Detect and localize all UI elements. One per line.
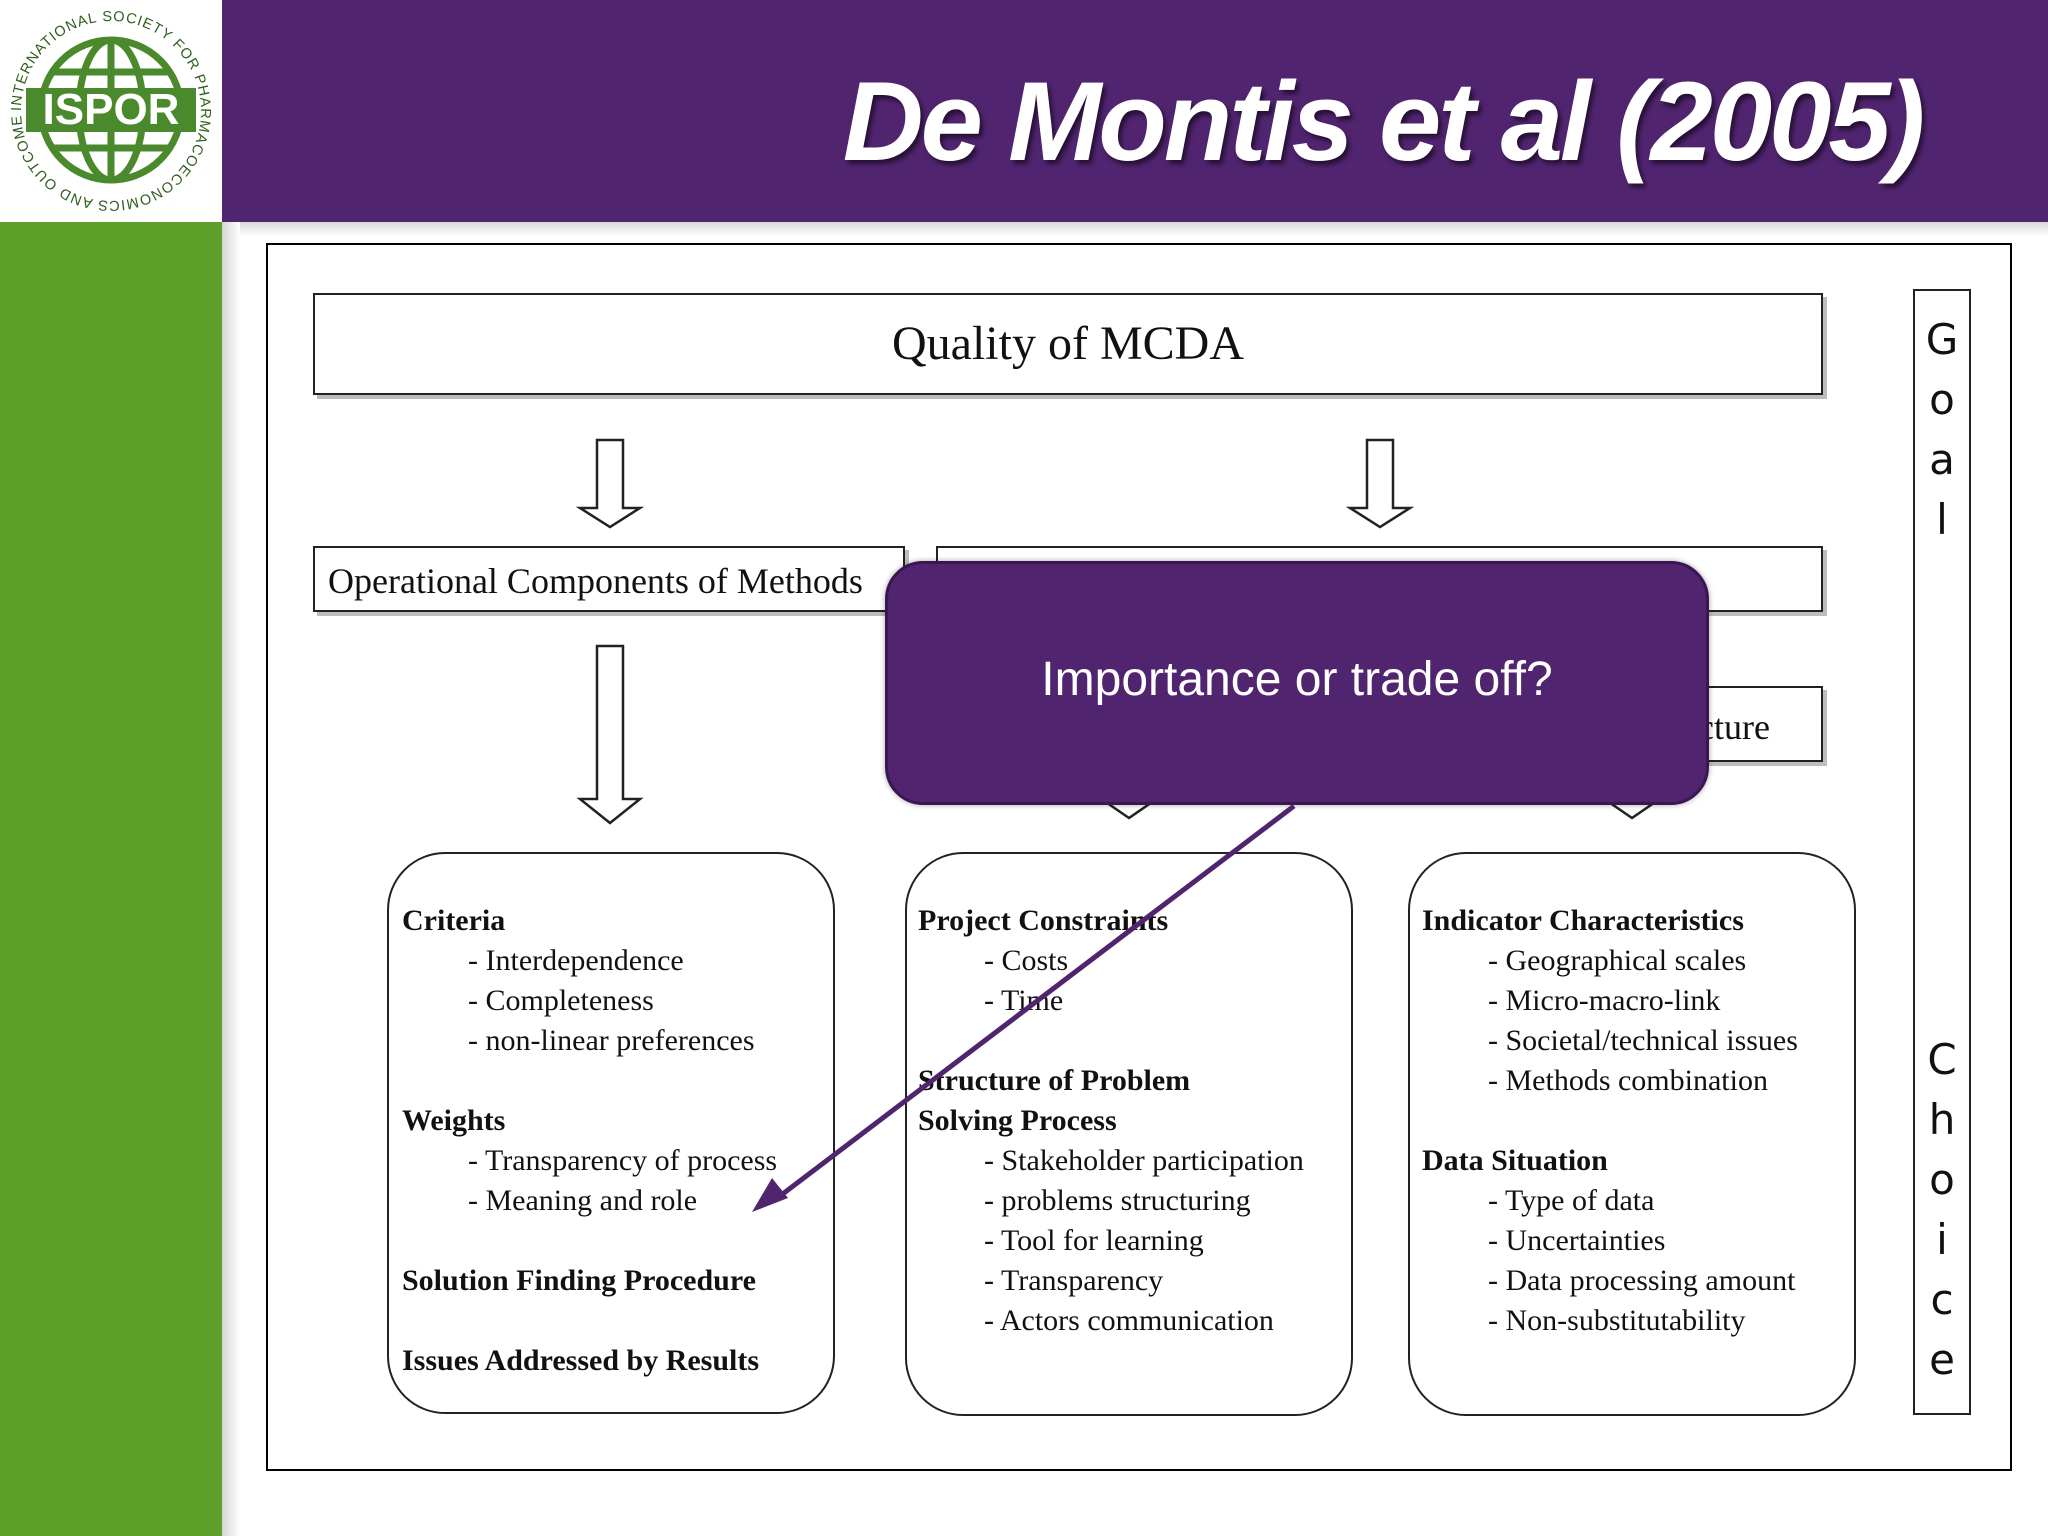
criteria-item: - Interdependence	[468, 944, 684, 977]
slide-title: De Montis et al (2005)	[842, 59, 1925, 184]
constraints-item: - Costs	[984, 944, 1069, 977]
content-left-shadow	[222, 222, 240, 1536]
goal-letter: G	[1925, 315, 1959, 364]
arrow-down-left-top	[575, 438, 645, 529]
ispor-logo: ISPOR INTERNATIONAL SOCIETY FOR PHARMACO…	[0, 0, 222, 222]
indicator-data-content: Indicator Characteristics - Geographical…	[1422, 901, 1798, 1341]
indicator-item: - Societal/technical issues	[1488, 1024, 1798, 1057]
criteria-heading: Criteria	[402, 904, 506, 937]
data-item: - Uncertainties	[1488, 1224, 1666, 1257]
criteria-item: - non-linear preferences	[468, 1024, 755, 1057]
structure-item: - Tool for learning	[984, 1224, 1204, 1257]
callout-pointer-arrowhead	[752, 1178, 788, 1212]
goal-letter: a	[1929, 435, 1955, 484]
choice-letter: e	[1929, 1335, 1955, 1384]
goal-letter: l	[1936, 495, 1948, 544]
sidebar-green-bar	[0, 0, 222, 1536]
callout-box	[885, 561, 1709, 805]
indicator-data-box	[1408, 852, 1856, 1416]
methods-components-box	[387, 852, 835, 1414]
title-bar	[222, 0, 2048, 222]
structure-heading-line2: Solving Process	[918, 1104, 1117, 1137]
arrow-down-right-top	[1345, 438, 1415, 529]
data-item: - Non-substitutability	[1488, 1304, 1746, 1337]
goal-choice-box	[1913, 289, 1971, 1415]
criteria-item: - Completeness	[468, 984, 654, 1017]
ispor-logo-icon: ISPOR INTERNATIONAL SOCIETY FOR PHARMACO…	[0, 0, 212, 213]
operational-components-label: Operational Components of Methods	[328, 561, 863, 601]
choice-letter: i	[1936, 1215, 1948, 1264]
structure-item: - Actors communication	[984, 1304, 1274, 1337]
solution-finding-heading: Solution Finding Procedure	[402, 1264, 756, 1297]
weights-item: - Meaning and role	[468, 1184, 698, 1217]
choice-letter: C	[1927, 1035, 1957, 1084]
weights-item: - Transparency of process	[468, 1144, 778, 1177]
data-item: - Data processing amount	[1488, 1264, 1796, 1297]
choice-letter: c	[1930, 1275, 1954, 1324]
arrow-down-operational	[576, 644, 644, 825]
structure-heading: Structure of Problem	[918, 1064, 1191, 1097]
issues-addressed-heading: Issues Addressed by Results	[402, 1344, 760, 1377]
weights-heading: Weights	[402, 1104, 506, 1137]
indicator-item: - Methods combination	[1488, 1064, 1768, 1097]
operational-components-box	[313, 546, 905, 612]
indicator-item: - Geographical scales	[1488, 944, 1747, 977]
structure-box-label: cture	[1698, 707, 1770, 747]
goal-letter: o	[1929, 375, 1955, 424]
choice-letter: o	[1929, 1155, 1955, 1204]
svg-text:ISPOR: ISPOR	[43, 85, 180, 134]
choice-letter: h	[1928, 1095, 1956, 1144]
data-item: - Type of data	[1488, 1184, 1655, 1217]
header-shadow-stripe	[222, 222, 2048, 236]
methods-components-content: Criteria - Interdependence - Completenes…	[402, 901, 777, 1381]
structure-item: - problems structuring	[984, 1184, 1251, 1217]
structure-item: - Transparency	[984, 1264, 1164, 1297]
quality-of-mcda-box	[313, 293, 1823, 395]
constraints-process-box	[905, 852, 1353, 1416]
data-situation-heading: Data Situation	[1422, 1144, 1608, 1177]
indicator-heading: Indicator Characteristics	[1422, 904, 1744, 937]
indicator-item: - Micro-macro-link	[1488, 984, 1721, 1017]
callout-pointer-line	[778, 804, 1296, 1198]
callout-text: Importance or trade off?	[1041, 653, 1553, 706]
structure-item: - Stakeholder participation	[984, 1144, 1304, 1177]
quality-of-mcda-label: Quality of MCDA	[892, 317, 1244, 370]
